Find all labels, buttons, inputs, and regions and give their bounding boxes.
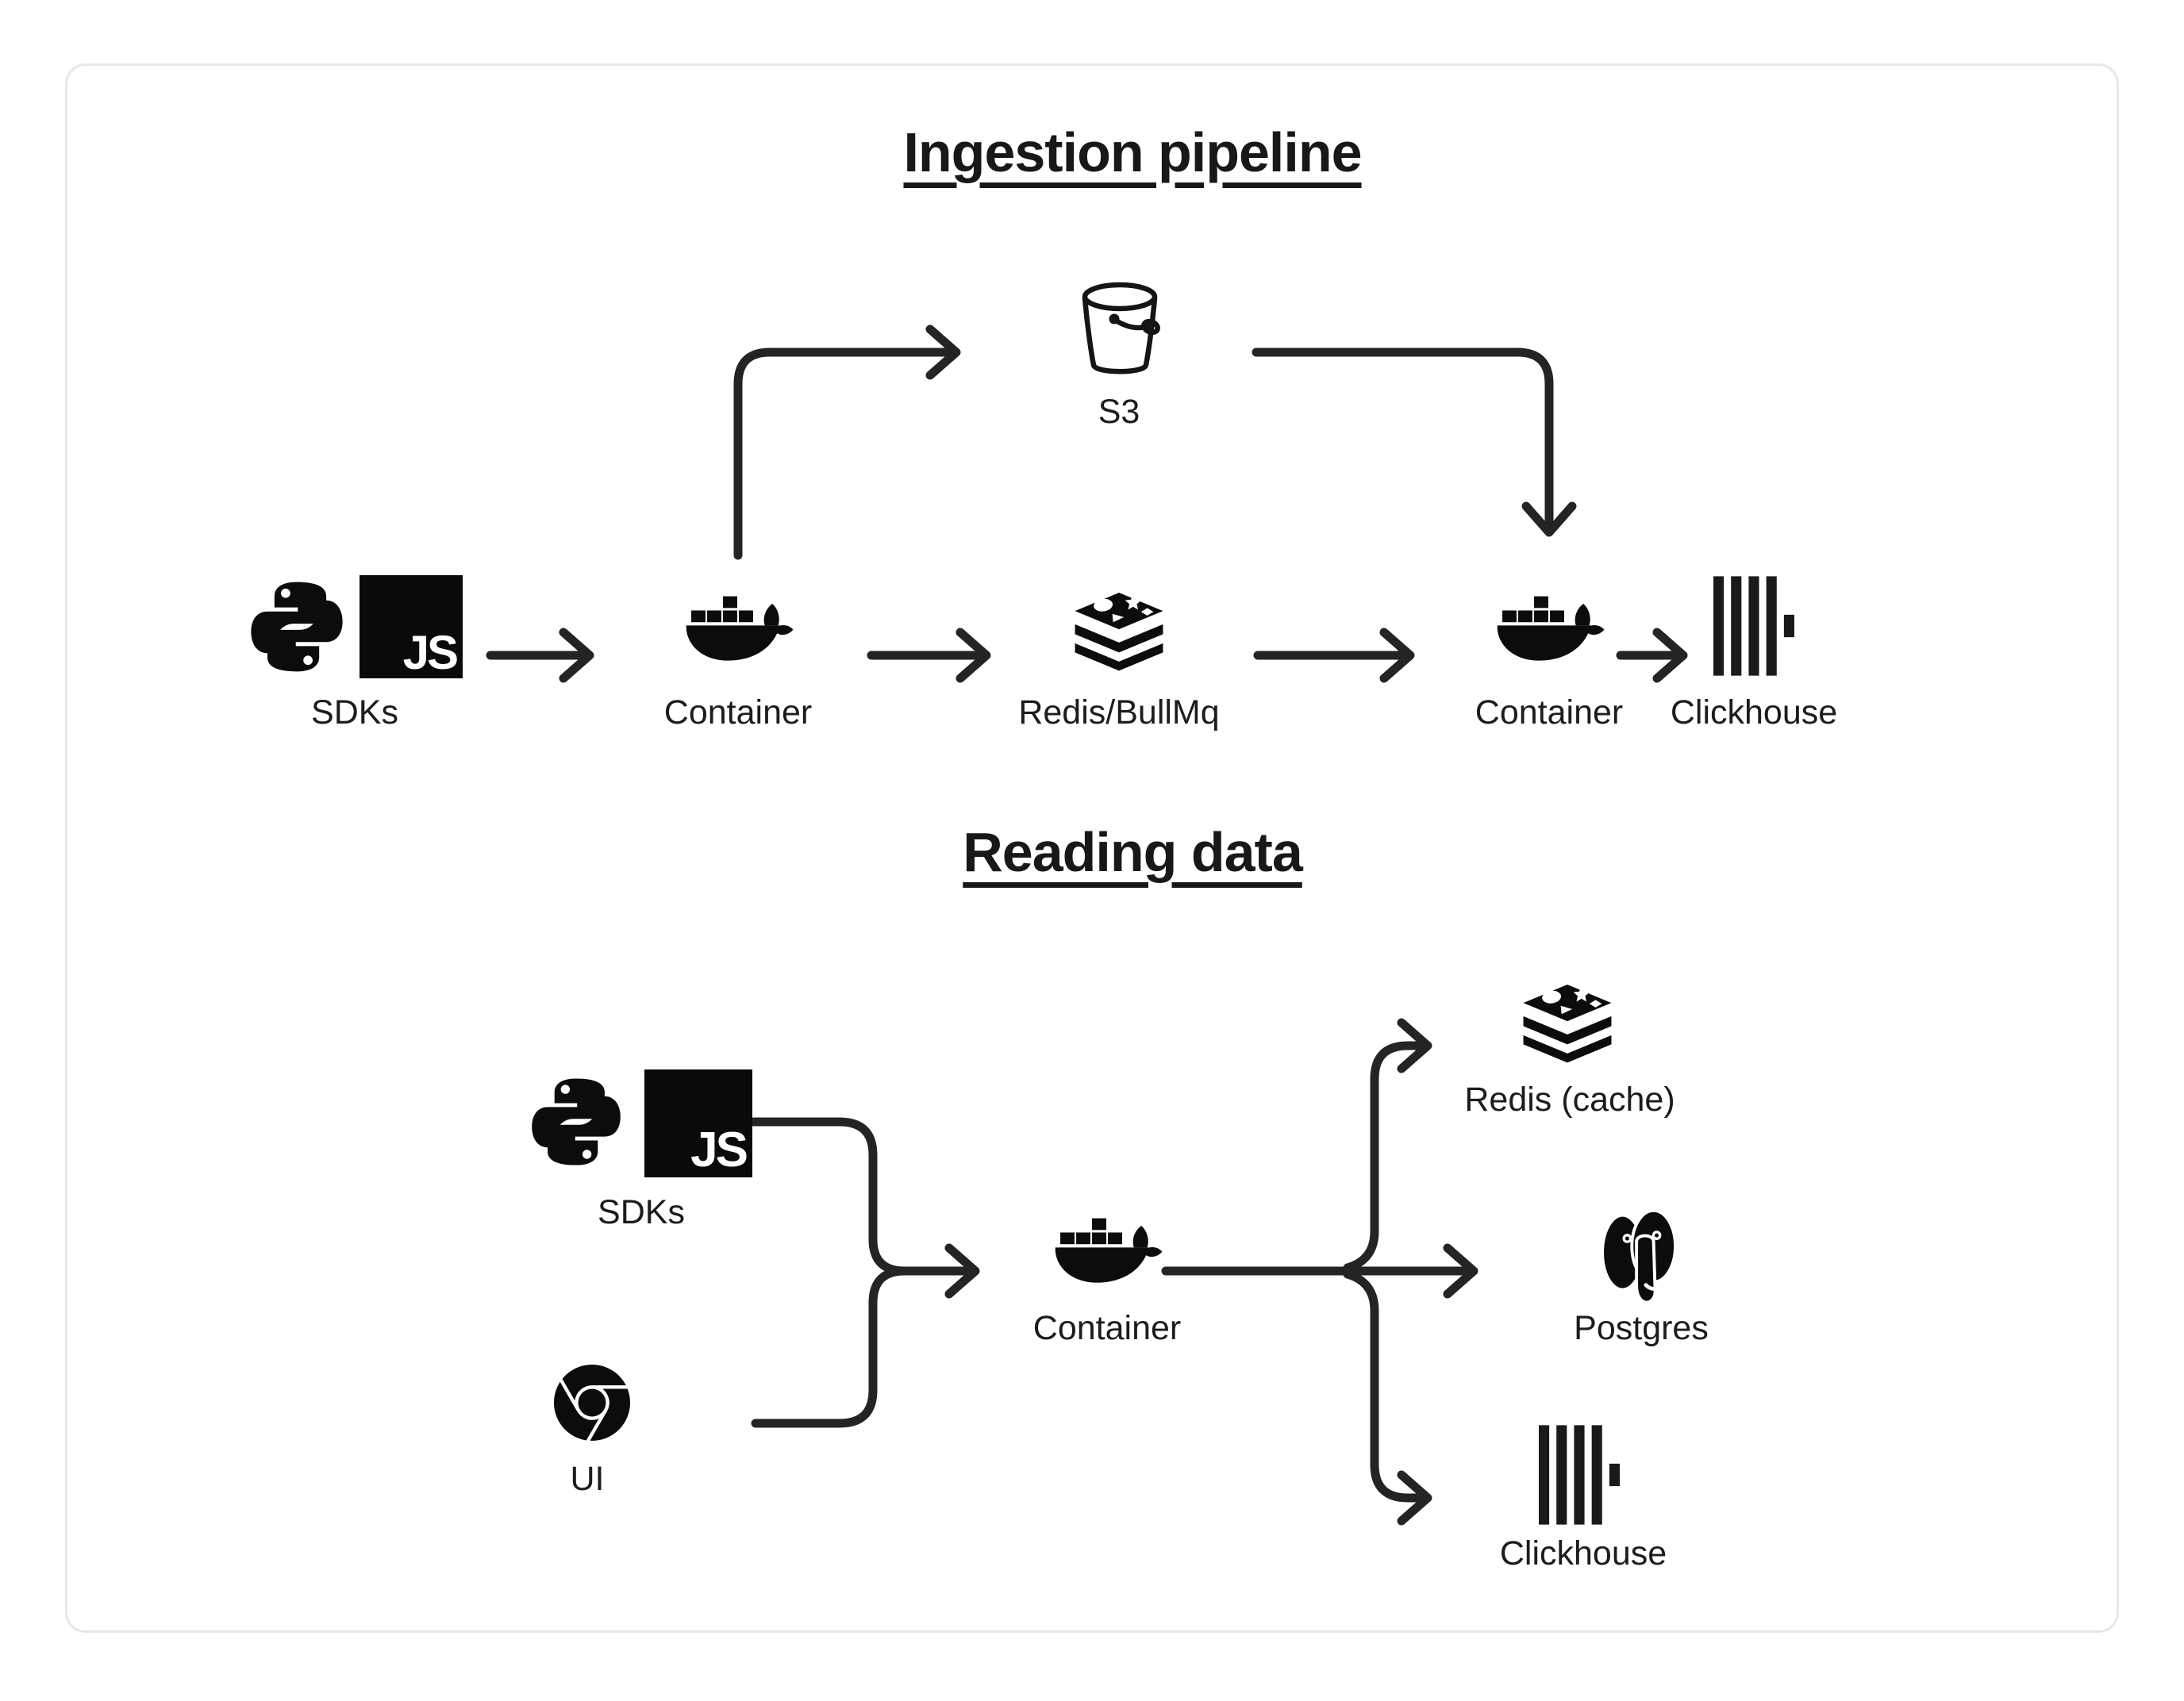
node-label-ui: UI <box>570 1460 605 1498</box>
arrow-container-to-clickhouse <box>1616 628 1688 683</box>
arrow-container-to-postgres <box>1161 1243 1478 1299</box>
docker-icon <box>686 596 794 661</box>
node-label-redis-queue: Redis/BullMq <box>1018 693 1220 731</box>
arrow-redis-to-container <box>1253 628 1415 683</box>
node-label-container-worker: Container <box>1475 693 1624 731</box>
node-label-clickhouse-ingest: Clickhouse <box>1670 693 1838 731</box>
docker-icon <box>1497 596 1605 661</box>
section-title-reading: Reading data <box>963 821 1303 883</box>
arrow-sdks-to-container <box>486 628 594 683</box>
node-label-clickhouse-read: Clickhouse <box>1499 1534 1667 1572</box>
section-title-ingestion: Ingestion pipeline <box>903 121 1362 183</box>
node-label-container-ingest: Container <box>663 693 813 731</box>
arrow-fork-to-clickhouse <box>1343 1269 1432 1526</box>
node-label-sdks: SDKs <box>311 693 398 731</box>
arrow-container-to-redis <box>867 628 991 683</box>
node-label-postgres: Postgres <box>1574 1309 1709 1347</box>
node-label-redis-cache: Redis (cache) <box>1464 1081 1675 1119</box>
bucket-icon <box>1082 282 1160 374</box>
node-label-container-read: Container <box>1032 1309 1182 1347</box>
wire-ui-to-merge <box>751 1266 909 1428</box>
arrow-container-to-s3 <box>733 324 961 560</box>
chrome-icon <box>554 1365 630 1441</box>
arrow-s3-to-container <box>1252 347 1577 537</box>
node-label-s3: S3 <box>1098 393 1140 431</box>
arrow-fork-to-redis-cache <box>1343 1018 1432 1273</box>
clickhouse-icon <box>1539 1425 1620 1525</box>
python-icon <box>251 582 343 672</box>
python-icon <box>532 1078 621 1165</box>
docker-icon <box>1055 1218 1163 1283</box>
postgresql-icon <box>1601 1208 1677 1304</box>
diagram-card <box>65 63 2119 1633</box>
javascript-icon: JS <box>360 575 463 678</box>
arrow-merge-to-container <box>900 1243 980 1299</box>
wire-sdks-to-merge <box>749 1117 909 1276</box>
javascript-icon: JS <box>644 1069 752 1177</box>
redis-icon <box>1075 593 1163 671</box>
redis-icon <box>1523 985 1612 1063</box>
clickhouse-icon <box>1713 576 1794 676</box>
node-label-sdks-read: SDKs <box>598 1193 685 1231</box>
